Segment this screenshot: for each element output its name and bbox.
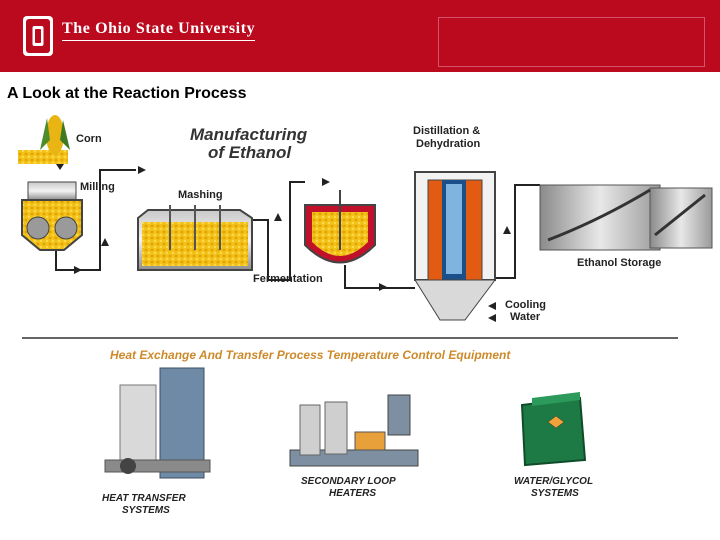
equipment-2-line2: HEATERS xyxy=(329,488,376,499)
diagram-title-line1: Manufacturing xyxy=(190,125,308,144)
equipment-1-line1: HEAT TRANSFER xyxy=(102,493,186,504)
label-fermentation: Fermentation xyxy=(253,273,323,285)
label-cooling-line2: Water xyxy=(510,311,541,323)
equipment-section-title: Heat Exchange And Transfer Process Tempe… xyxy=(110,348,511,362)
block-o-logo-icon xyxy=(23,16,53,56)
distillation-column-icon xyxy=(414,171,496,321)
ethanol-storage-tanks-icon xyxy=(539,184,713,251)
equipment-3-line1: WATER/GLYCOL xyxy=(514,476,593,487)
header-banner: The Ohio State University xyxy=(0,0,720,72)
water-glycol-system-icon xyxy=(520,392,587,467)
mashing-tank-icon xyxy=(137,205,253,271)
header-box xyxy=(438,17,705,67)
equipment-1-line2: SYSTEMS xyxy=(122,505,170,516)
label-milling: Milling xyxy=(80,181,115,193)
flow-arrows xyxy=(56,164,511,322)
slide-title: A Look at the Reaction Process xyxy=(7,85,247,102)
university-name: The Ohio State University xyxy=(62,20,256,41)
label-cooling-line1: Cooling xyxy=(505,299,546,311)
label-mashing: Mashing xyxy=(178,189,223,201)
label-distillation-line2: Dehydration xyxy=(416,138,480,150)
corn-cob-icon xyxy=(18,115,70,164)
secondary-loop-heater-icon xyxy=(289,394,419,467)
equipment-3-line2: SYSTEMS xyxy=(531,488,579,499)
heat-transfer-system-icon xyxy=(104,367,211,479)
label-corn: Corn xyxy=(76,133,102,145)
label-ethanol-storage: Ethanol Storage xyxy=(577,257,661,269)
diagram-title-line2: of Ethanol xyxy=(208,143,292,162)
fermentation-tank-icon xyxy=(304,190,376,264)
ethanol-diagram: Corn Milling Manufacturing of Ethanol Ma… xyxy=(18,115,713,516)
mill-icon xyxy=(21,181,83,251)
label-distillation-line1: Distillation & xyxy=(413,125,480,137)
equipment-2-line1: SECONDARY LOOP xyxy=(301,476,396,487)
